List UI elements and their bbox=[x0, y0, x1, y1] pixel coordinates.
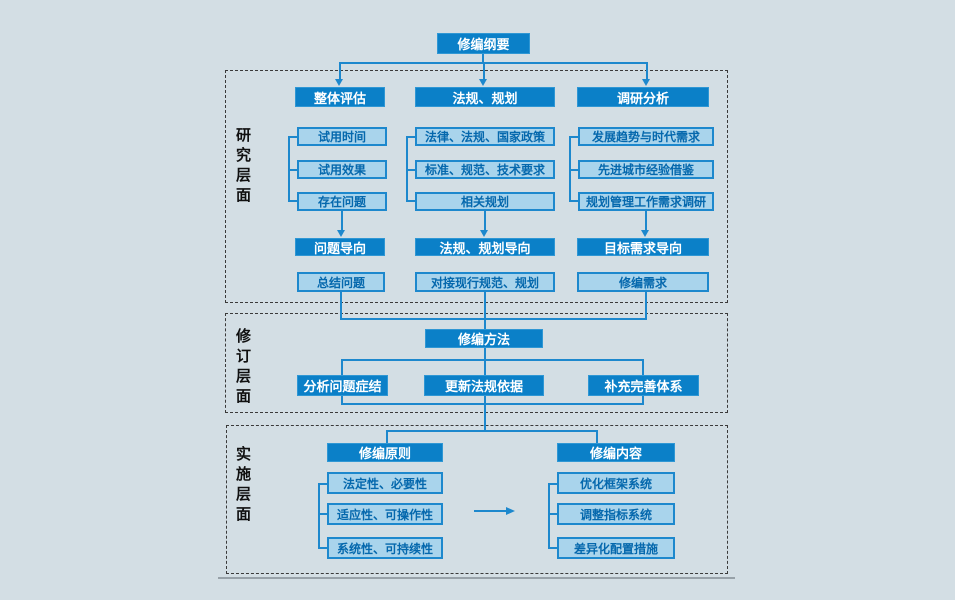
header-revision-principles: 修编原则 bbox=[327, 443, 443, 462]
item-related-planning: 相关规划 bbox=[415, 192, 555, 211]
connector bbox=[340, 62, 648, 64]
bracket-connector bbox=[406, 169, 415, 171]
arrow-down-icon bbox=[641, 230, 649, 237]
item-laws-policies: 法律、法规、国家政策 bbox=[415, 127, 555, 146]
arrow-down-icon bbox=[479, 79, 487, 86]
connector bbox=[646, 62, 648, 79]
bracket-connector bbox=[569, 200, 578, 202]
connector bbox=[596, 432, 598, 443]
connector bbox=[340, 318, 647, 320]
bracket-connector bbox=[318, 483, 320, 549]
connector bbox=[642, 396, 644, 405]
connector bbox=[339, 62, 341, 79]
bracket-connector bbox=[288, 169, 297, 171]
arrow-down-icon bbox=[480, 230, 488, 237]
box-improve-system: 补充完善体系 bbox=[588, 375, 699, 396]
box-revision-demand: 修编需求 bbox=[577, 272, 709, 292]
connector bbox=[482, 54, 484, 63]
connector bbox=[340, 292, 342, 320]
bracket-connector bbox=[548, 513, 557, 515]
connector bbox=[386, 430, 598, 432]
connector bbox=[484, 211, 486, 230]
item-trial-effect: 试用效果 bbox=[297, 160, 387, 179]
bottom-divider bbox=[218, 577, 735, 579]
item-standards-requirements: 标准、规范、技术要求 bbox=[415, 160, 555, 179]
box-goal-demand-orientation: 目标需求导向 bbox=[577, 238, 709, 257]
connector bbox=[484, 320, 486, 329]
header-overall-evaluation: 整体评估 bbox=[295, 87, 385, 107]
arrow-down-icon bbox=[337, 230, 345, 237]
header-research-analysis: 调研分析 bbox=[577, 87, 709, 107]
box-summarize-problems: 总结问题 bbox=[297, 272, 385, 292]
box-regulation-orientation: 法规、规划导向 bbox=[415, 238, 555, 257]
item-adjust-indicators: 调整指标系统 bbox=[557, 503, 675, 525]
connector bbox=[341, 396, 343, 405]
bracket-connector bbox=[288, 136, 297, 138]
item-existing-problems: 存在问题 bbox=[297, 192, 387, 211]
box-align-current-standards: 对接现行规范、规划 bbox=[415, 272, 555, 292]
connector bbox=[386, 432, 388, 443]
bracket-connector bbox=[318, 513, 327, 515]
connector bbox=[484, 292, 486, 320]
item-differentiated-measures: 差异化配置措施 bbox=[557, 537, 675, 559]
section-label-implementation: 实施层面 bbox=[234, 446, 252, 526]
box-revision-method: 修编方法 bbox=[425, 329, 543, 348]
section-frame-implementation bbox=[226, 425, 728, 574]
arrow-right-icon bbox=[506, 506, 515, 515]
bracket-connector bbox=[569, 169, 578, 171]
arrow-down-icon bbox=[335, 79, 343, 86]
connector bbox=[484, 348, 486, 361]
bracket-connector bbox=[548, 483, 550, 549]
connector bbox=[474, 510, 507, 512]
bracket-connector bbox=[288, 200, 297, 202]
connector bbox=[642, 361, 644, 375]
bracket-connector bbox=[548, 483, 557, 485]
connector bbox=[341, 361, 343, 375]
section-label-revision: 修订层面 bbox=[234, 328, 252, 408]
connector bbox=[341, 359, 644, 361]
connector bbox=[645, 292, 647, 320]
bracket-connector bbox=[569, 136, 578, 138]
connector bbox=[341, 211, 343, 230]
item-systematic-sustainable: 系统性、可持续性 bbox=[327, 537, 443, 559]
bracket-connector bbox=[406, 136, 415, 138]
item-trial-time: 试用时间 bbox=[297, 127, 387, 146]
item-management-research: 规划管理工作需求调研 bbox=[578, 192, 714, 211]
bracket-connector bbox=[406, 200, 415, 202]
item-optimize-framework: 优化框架系统 bbox=[557, 472, 675, 494]
box-root-outline: 修编纲要 bbox=[437, 33, 530, 54]
item-legality-necessity: 法定性、必要性 bbox=[327, 472, 443, 494]
item-city-experience: 先进城市经验借鉴 bbox=[578, 160, 714, 179]
box-update-legal-basis: 更新法规依据 bbox=[424, 375, 544, 396]
box-analyze-problems: 分析问题症结 bbox=[297, 375, 388, 396]
item-development-trends: 发展趋势与时代需求 bbox=[578, 127, 714, 146]
bracket-connector bbox=[318, 483, 327, 485]
connector bbox=[484, 396, 486, 405]
connector bbox=[484, 361, 486, 375]
connector bbox=[483, 62, 485, 79]
box-problem-orientation: 问题导向 bbox=[295, 238, 385, 257]
arrow-down-icon bbox=[642, 79, 650, 86]
header-revision-contents: 修编内容 bbox=[557, 443, 675, 462]
section-frame-research bbox=[225, 70, 728, 303]
connector bbox=[341, 403, 644, 405]
bracket-connector bbox=[548, 547, 557, 549]
bracket-connector bbox=[318, 547, 327, 549]
section-label-research: 研究层面 bbox=[234, 127, 252, 207]
header-regulations-planning: 法规、规划 bbox=[415, 87, 555, 107]
section-frame-revision bbox=[225, 313, 728, 413]
connector bbox=[484, 405, 486, 432]
item-adaptability-operability: 适应性、可操作性 bbox=[327, 503, 443, 525]
connector bbox=[645, 211, 647, 230]
